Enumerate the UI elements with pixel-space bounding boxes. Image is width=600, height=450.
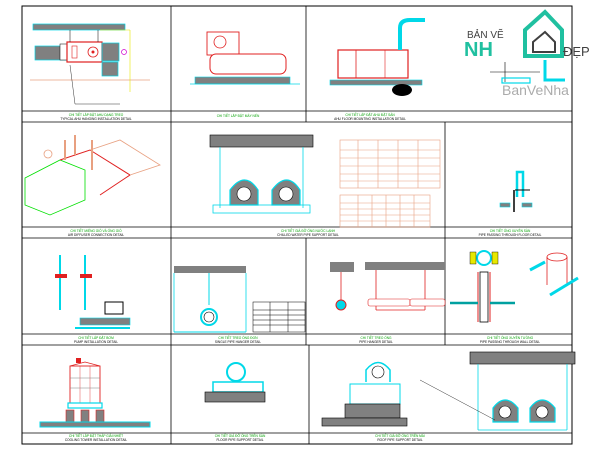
panel-title: CHI TIẾT ỐNG XUYÊN SÀN — [490, 228, 531, 233]
panel-subtitle: ROOF PIPE SUPPORT DETAIL — [377, 438, 423, 442]
watermark-logo: BẢN VẼ NH ĐẸP BanVeNha — [464, 9, 590, 98]
panel-title: CHI TIẾT LẮP ĐẶT AHU ĐẶT SÀN — [345, 112, 395, 117]
panel-subtitle: COOLING TOWER INSTALLATION DETAIL — [65, 438, 127, 442]
panel-ahu-floor — [329, 18, 425, 96]
panel-pipe-through-wall — [450, 250, 579, 323]
panel-compressor — [190, 31, 300, 85]
panel-subtitle: TYPICAL AHU HANGING INSTALLATION DETAIL — [60, 117, 131, 121]
panel-title: CHI TIẾT LẮP ĐẶT MÁY NÉN — [217, 113, 260, 118]
panel-subtitle: PUMP INSTALLATION DETAIL — [74, 340, 118, 344]
panel-single-pipe-hanger — [173, 266, 247, 333]
watermark-line2: NH — [464, 39, 493, 61]
panel-titles: CHI TIẾT LẮP ĐẶT AHU DẠNG TREO TYPICAL A… — [60, 112, 541, 442]
panel-air-diffuser — [24, 135, 161, 216]
panel-subtitle: PIPE PASSING THROUGH WALL DETAIL — [480, 340, 540, 344]
panel-top-right-detail — [490, 60, 565, 84]
watermark-line1: BẢN VẼ — [467, 28, 504, 41]
panel-roof-pipe-support — [321, 351, 576, 431]
single-pipe-table — [252, 301, 306, 333]
panel-pipe-through-floor — [499, 170, 533, 212]
panel-title: CHI TIẾT MIỆNG GIÓ VÀ ỐNG GIÓ — [70, 228, 122, 233]
panel-subtitle: PIPE HANGER DETAIL — [359, 340, 393, 344]
watermark-line3: ĐẸP — [563, 44, 590, 59]
panel-cooling-tower — [39, 358, 151, 428]
panel-ahu-hanging — [30, 23, 150, 105]
panel-subtitle: AHU FLOOR MOUNTING INSTALLATION DETAIL — [334, 117, 406, 121]
panel-chilled-pipe-support — [209, 134, 314, 214]
panel-subtitle: AIR DIFFUSER CONNECTION DETAIL — [68, 233, 124, 237]
panel-pipe-hanger — [330, 262, 446, 311]
panel-title: CHI TIẾT GIÁ ĐỠ ỐNG TRÊN MÁI — [375, 433, 425, 438]
panel-subtitle: CHILLED WATER PIPE SUPPORT DETAIL — [277, 233, 339, 237]
panel-title: CHI TIẾT GIÁ ĐỠ ỐNG TRÊN SÀN — [215, 433, 266, 438]
grid-lines — [22, 6, 572, 444]
panel-floor-pipe-support — [204, 362, 266, 403]
panel-title: CHI TIẾT TREO ỐNG — [361, 335, 393, 340]
panel-title: CHI TIẾT TREO ỐNG ĐƠN — [218, 335, 258, 340]
panel-subtitle: SINGLE PIPE HANGER DETAIL — [215, 340, 261, 344]
panel-title: CHI TIẾT LẮP ĐẶT AHU DẠNG TREO — [69, 112, 124, 117]
hanger-rod-tables — [339, 139, 441, 228]
panel-title: CHI TIẾT GIÁ ĐỠ ỐNG NƯỚC LẠNH — [281, 228, 336, 233]
panel-title: CHI TIẾT LẮP ĐẶT BƠM — [78, 335, 114, 340]
panel-subtitle: FLOOR PIPE SUPPORT DETAIL — [216, 438, 263, 442]
panel-subtitle: PIPE PASSING THROUGH FLOOR DETAIL — [479, 233, 542, 237]
sheet-frame — [21, 5, 573, 445]
panel-title: CHI TIẾT ỐNG XUYÊN TƯỜNG — [487, 335, 534, 340]
panel-pump — [55, 255, 131, 329]
watermark-footer: BanVeNha — [502, 82, 569, 98]
panel-title: CHI TIẾT LẮP ĐẶT THÁP GIẢI NHIỆT — [69, 433, 123, 438]
